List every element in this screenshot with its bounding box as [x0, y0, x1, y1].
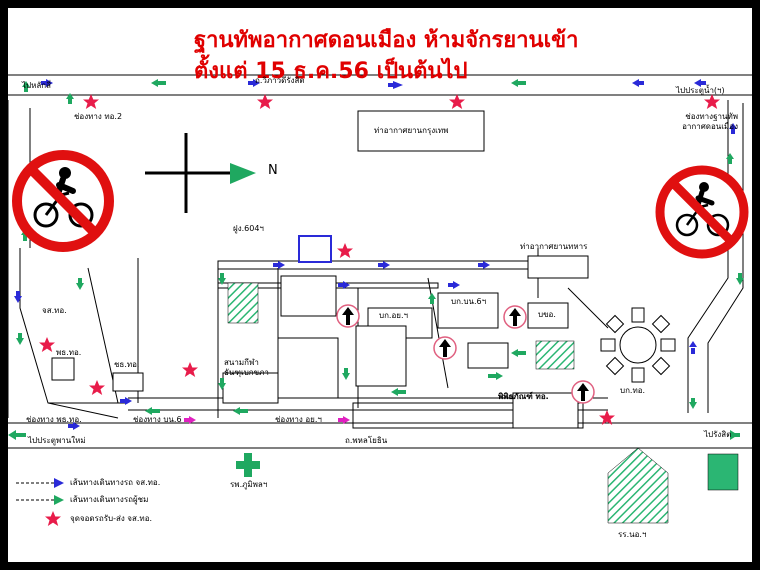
road-label-bottom: ถ.พหลโยธิน — [345, 436, 388, 445]
pickup-point-star-icon — [83, 94, 99, 109]
pickup-point-star-icon — [89, 380, 105, 395]
legend-symbols — [16, 478, 64, 505]
map-canvas — [8, 74, 752, 526]
label-ph-tor: พธ.ทอ. — [56, 348, 82, 357]
building-museum — [512, 392, 579, 429]
notice-title-line2: ตั้งแต่ 15 ธ.ค.56 เป็นต้นไป — [194, 59, 468, 84]
route-arrows-green — [8, 79, 744, 440]
notice-title-line1: ฐานทัพอากาศดอนเมือง ห้ามจักรยานเข้า — [194, 28, 579, 53]
building-bk-bn6 — [437, 292, 499, 329]
road-label-top: ถ.วิภาวดีรังสิต — [255, 76, 305, 85]
compass-icon — [145, 133, 256, 213]
no-bicycle-icon — [12, 150, 114, 252]
label-airport: ท่าอากาศยานกรุงเทพ — [374, 126, 449, 135]
hatched-area-right — [535, 340, 575, 370]
map-sheet: ฐานทัพอากาศดอนเมือง ห้ามจักรยานเข้า ตั้ง… — [8, 8, 752, 562]
buildings — [51, 110, 589, 429]
label-wing604: ฝูง.604ฯ — [233, 224, 264, 233]
building-sor-tor — [112, 372, 144, 392]
label-gate-tor2: ช่องทาง ทอ.2 — [74, 112, 123, 121]
direction-to-pratunam: ไปประตูน้ำ(ฯ) — [676, 86, 725, 95]
route-arrows-magenta — [184, 416, 350, 424]
straight-only-arrow-icon — [336, 304, 360, 328]
label-sor-tor: ชธ.ทอ. — [114, 360, 140, 369]
green-block — [707, 453, 739, 491]
building-airport — [357, 110, 485, 152]
legend-blue-route: เส้นทางเดินทางรถ จส.ทอ. — [70, 478, 161, 487]
label-bk-bn6: บก.บน.6ฯ — [451, 297, 487, 306]
label-hospital: รพ.ภูมิพลฯ — [230, 480, 268, 489]
label-bor-oo: บขอ. — [538, 310, 556, 319]
label-military-airport: ท่าอากาศยานทหาร — [520, 242, 588, 251]
direction-to-laksi: ไปหลักสี่ — [22, 81, 52, 90]
direction-to-prapanmai: ไปประตูพานใหม่ — [28, 436, 86, 445]
label-museum: พิพิธภัณฑ์ ทอ. — [498, 392, 549, 401]
straight-only-arrow-icon — [433, 336, 457, 360]
building-wing604 — [298, 235, 332, 263]
label-jas-tor: จส.ทอ. — [42, 306, 67, 315]
building-ph-tor — [51, 357, 75, 381]
pickup-point-star-icon — [45, 511, 61, 526]
label-stadium: สนามกีฬา ธันฑุเบกขภา — [224, 358, 269, 377]
pickup-point-star-icon — [337, 243, 353, 258]
building-military-airport — [527, 255, 589, 279]
bk-tor-building — [600, 307, 676, 383]
building-small — [467, 342, 509, 369]
label-bk-tor: บก.ทอ. — [620, 386, 646, 395]
pickup-point-star-icon — [39, 337, 55, 352]
straight-only-arrow-icon — [503, 305, 527, 329]
hospital-cross-icon — [236, 453, 260, 477]
building-center — [355, 325, 407, 387]
pickup-point-star-icon — [182, 362, 198, 377]
pickup-point-star-icon — [449, 94, 465, 109]
straight-only-arrow-icon — [571, 380, 595, 404]
straight-only-signs — [336, 304, 595, 404]
label-gate-bn6: ช่องทาง บน.6 — [133, 415, 182, 424]
compass-north-label: N — [268, 163, 278, 178]
pickup-point-star-icon — [257, 94, 273, 109]
label-bk-oo3: บก.อย.ฯ — [379, 311, 408, 320]
label-gate-ps-tor: ช่องทาง พธ.ทอ. — [26, 415, 82, 424]
label-gate-oo3: ช่องทาง อย.ฯ — [275, 415, 322, 424]
hatched-area-left — [227, 282, 259, 324]
building-blue-outline — [280, 275, 337, 317]
label-school: รร.นอ.ฯ — [618, 530, 647, 539]
school-hatched-building — [607, 447, 669, 524]
legend-pickup-point: จุดจอดรถรับ-ส่ง จส.ทอ. — [70, 514, 153, 523]
direction-to-rangsit: ไปรังสิต — [704, 430, 732, 439]
label-gate-base: ช่องทางฐานทัพ อากาศดอนเมือง — [682, 112, 738, 131]
legend-green-route: เส้นทางเดินทางรถผู้ชม — [70, 495, 149, 504]
pickup-point-star-icon — [704, 94, 720, 109]
no-bicycle-icon — [655, 165, 749, 259]
route-arrows-blue — [14, 79, 737, 430]
building-bor-oo — [527, 302, 569, 329]
